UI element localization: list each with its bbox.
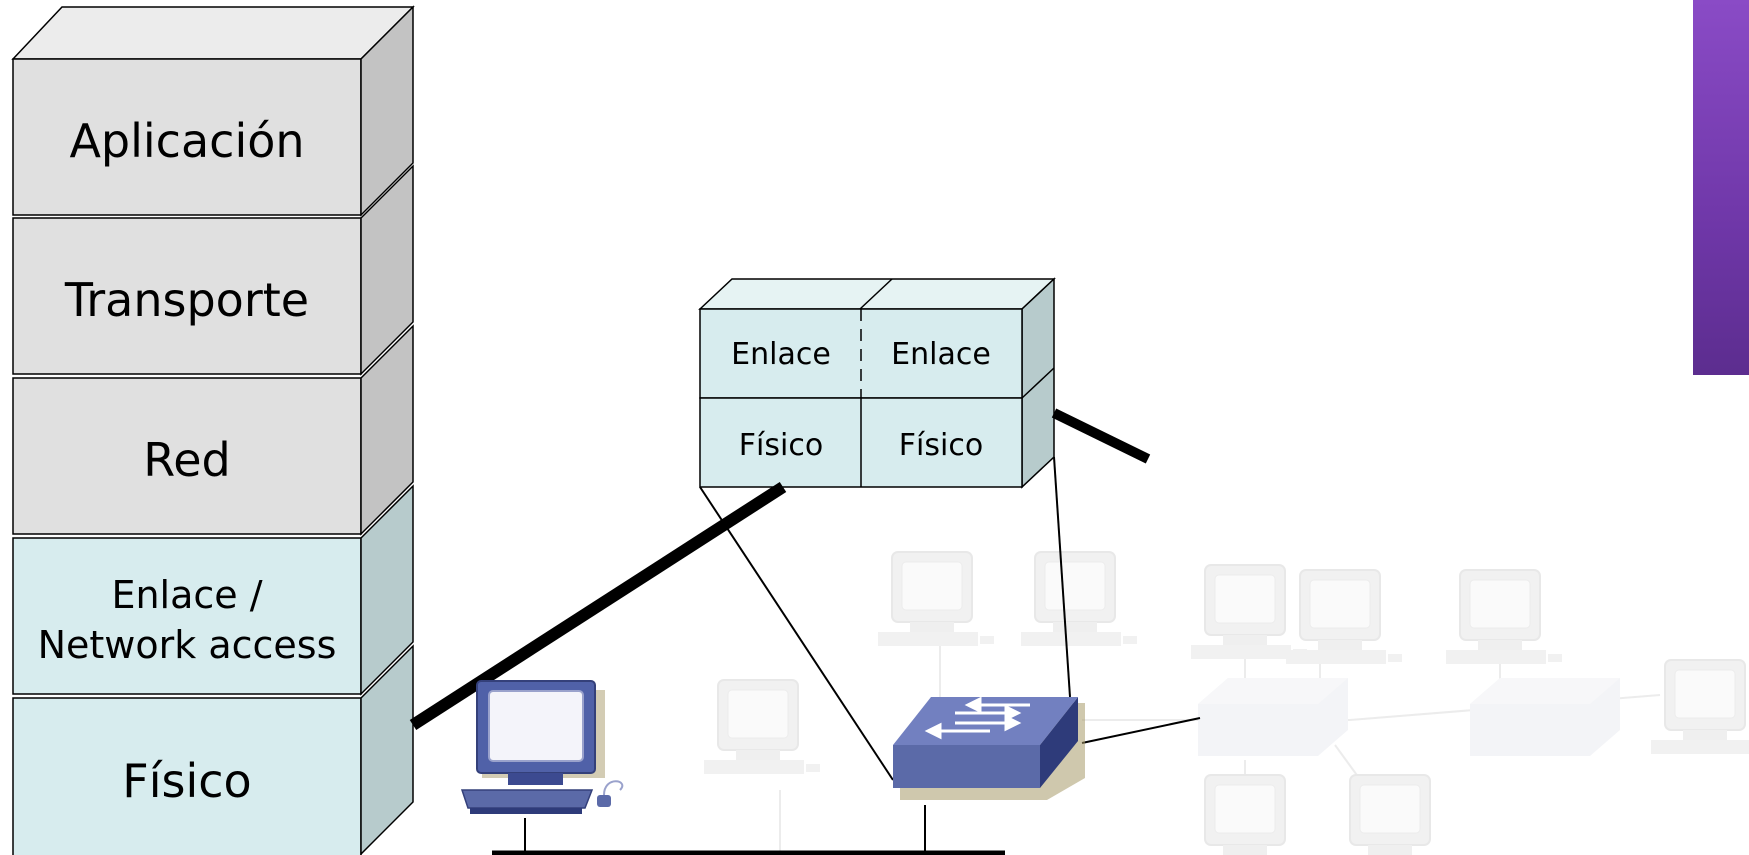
switch-lower-left-label: Físico <box>739 428 823 463</box>
faded-network <box>703 551 1749 855</box>
ghost-switch-icon <box>1470 678 1620 756</box>
ghost-computer-icon <box>1190 774 1308 855</box>
layer-stack: Aplicación Transporte Red Enlace / Netwo… <box>11 5 415 855</box>
switch-upper-right-label: Enlace <box>891 337 991 372</box>
ghost-computer-icon <box>1445 569 1563 665</box>
ghost-computer-icon <box>703 679 821 775</box>
ghost-computer-icon <box>1650 659 1749 755</box>
ghost-switch-icon <box>1198 678 1348 756</box>
switch-protocol-stack: Enlace Enlace Físico Físico <box>698 277 1056 489</box>
ghost-computer-icon <box>1335 774 1453 855</box>
switch-lower-right-label: Físico <box>899 428 983 463</box>
layer-enlace: Enlace / Network access <box>12 484 414 696</box>
ghost-computer-icon <box>1020 551 1138 647</box>
ghost-computer-icon <box>1190 564 1308 660</box>
layer-aplicacion: Aplicación <box>12 5 414 217</box>
switch-upper-left-label: Enlace <box>731 337 831 372</box>
accent-sidebar <box>1693 0 1749 375</box>
switch-icon <box>893 696 1085 800</box>
connector-lines <box>409 408 1201 855</box>
layer-red: Red <box>12 324 414 536</box>
layer-label-enlace-line2: Network access <box>38 623 337 667</box>
layer-label-enlace-line1: Enlace / <box>111 573 262 617</box>
layer-label-fisico: Físico <box>122 754 251 808</box>
layer-transporte: Transporte <box>12 164 414 376</box>
stack-top-face <box>11 6 415 60</box>
callout-line-physical <box>409 481 787 731</box>
callout-line-switch-right <box>1051 408 1151 464</box>
layer-fisico: Físico <box>12 644 414 855</box>
layer-label-red: Red <box>143 433 230 487</box>
layer-label-transporte: Transporte <box>64 273 309 327</box>
ghost-computer-icon <box>877 551 995 647</box>
computer-icon <box>460 680 624 814</box>
layer-label-aplicacion: Aplicación <box>69 114 304 168</box>
